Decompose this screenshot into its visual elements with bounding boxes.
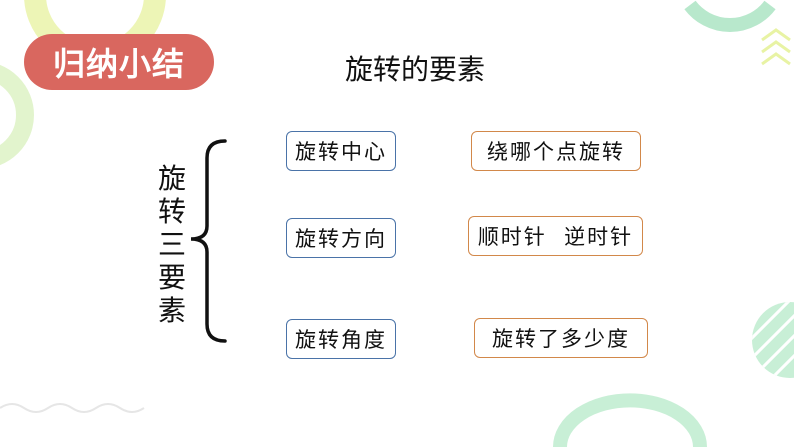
summary-badge: 归纳小结 [24, 34, 214, 90]
side-label: 旋 转 三 要 素 [152, 162, 192, 327]
side-label-char: 三 [157, 228, 186, 261]
side-label-char: 旋 [157, 162, 186, 195]
term-box-direction: 旋转方向 [286, 218, 396, 258]
side-label-char: 素 [157, 294, 186, 327]
term-box-center: 旋转中心 [286, 131, 396, 171]
side-label-char: 转 [157, 195, 186, 228]
meaning-box-direction: 顺时针 逆时针 [468, 216, 643, 256]
page-title: 旋转的要素 [344, 53, 485, 86]
summary-badge-label: 归纳小结 [52, 45, 185, 83]
meaning-box-center: 绕哪个点旋转 [471, 131, 641, 171]
meaning-box-angle: 旋转了多少度 [474, 318, 648, 358]
curly-brace [190, 139, 227, 343]
side-label-char: 要 [157, 261, 186, 294]
term-box-angle: 旋转角度 [286, 319, 396, 359]
